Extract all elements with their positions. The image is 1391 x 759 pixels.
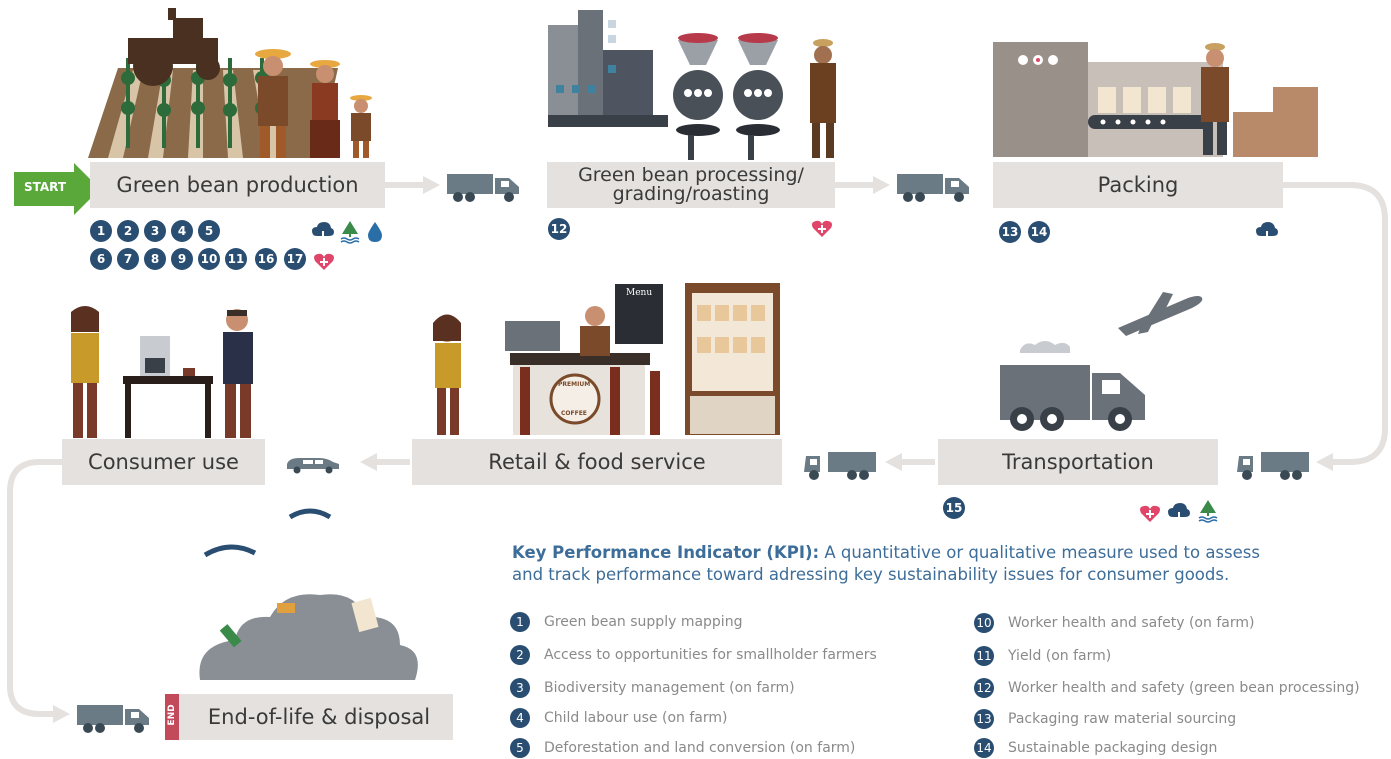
kpi-text: Green bean supply mapping xyxy=(544,614,743,630)
list-item: 5 Deforestation and land conversion (on f… xyxy=(510,737,855,759)
list-item: 1 Green bean supply mapping xyxy=(510,611,742,633)
kpi-badge: 10 xyxy=(198,248,220,270)
list-item: 10 Worker health and safety (on farm) xyxy=(974,612,1254,634)
airplane-icon xyxy=(1118,292,1203,336)
kpi-text: Worker health and safety (on farm) xyxy=(1008,615,1255,631)
kpi-number: 4 xyxy=(510,708,530,728)
kpi-badge: 17 xyxy=(284,248,306,270)
kpi-badge: 12 xyxy=(548,218,570,240)
stage-consumer-use: Consumer use xyxy=(62,439,265,485)
kpi-badge: 13 xyxy=(999,221,1021,243)
end-tag: END xyxy=(165,694,179,740)
truck-icon xyxy=(1237,452,1309,480)
water-drop-icon xyxy=(368,222,382,242)
start-arrow: START xyxy=(14,163,100,215)
truck-icon xyxy=(804,452,876,480)
roastery-illustration xyxy=(548,10,836,160)
kpi-number: 13 xyxy=(974,709,994,729)
tree-water-icon xyxy=(1198,500,1218,523)
stage-label-line1: Green bean processing/ xyxy=(578,164,804,186)
stage-label: Green bean production xyxy=(116,172,359,197)
kpi-badge: 4 xyxy=(171,220,193,242)
kpi-badge: 15 xyxy=(943,497,965,519)
menu-board-title: Menu xyxy=(626,288,653,298)
kpi-badge: 14 xyxy=(1028,221,1050,243)
heart-icon xyxy=(1140,505,1160,522)
heart-icon xyxy=(812,220,832,237)
farm-illustration xyxy=(88,8,372,158)
end-label: END xyxy=(167,704,177,726)
stage-end-of-life: End-of-life & disposal xyxy=(165,694,453,740)
list-item: 11 Yield (on farm) xyxy=(974,645,1111,667)
kpi-number: 12 xyxy=(974,678,994,698)
stage-label: End-of-life & disposal xyxy=(207,704,431,729)
kpi-definition-line2: and track performance toward adressing k… xyxy=(512,565,1230,584)
stage-retail-food-service: Retail & food service xyxy=(412,439,782,485)
list-item: 4 Child labour use (on farm) xyxy=(510,707,727,729)
kpi-text: Deforestation and land conversion (on fa… xyxy=(544,740,856,756)
kpi-badge: 16 xyxy=(255,248,277,270)
cloud-icon xyxy=(1168,503,1190,522)
truck-icon xyxy=(897,174,969,202)
kpi-number: 14 xyxy=(974,738,994,758)
tree-water-icon xyxy=(340,221,360,244)
cloud-icon xyxy=(312,222,334,241)
retail-illustration xyxy=(433,283,780,435)
kpi-badge: 5 xyxy=(198,220,220,242)
kpi-number: 11 xyxy=(974,646,994,666)
cup-logo-top: PREMIUM xyxy=(558,381,591,388)
kpi-badge: 7 xyxy=(117,248,139,270)
list-item: 14 Sustainable packaging design xyxy=(974,737,1217,759)
stage-transportation: Transportation xyxy=(938,439,1218,485)
kpi-number: 5 xyxy=(510,738,530,758)
kpi-definition: Key Performance Indicator (KPI): A quant… xyxy=(512,542,1382,586)
cloud-icon xyxy=(1256,222,1278,241)
list-item: 3 Biodiversity management (on farm) xyxy=(510,677,795,699)
truck-icon xyxy=(447,174,519,202)
landfill-illustration xyxy=(199,508,418,680)
kpi-heading: Key Performance Indicator (KPI): xyxy=(512,543,820,562)
kpi-number: 2 xyxy=(510,645,530,665)
stage-green-bean-processing: Green bean processing/ grading/roasting xyxy=(547,162,835,208)
kpi-badge: 11 xyxy=(225,248,247,270)
kpi-badge: 9 xyxy=(171,248,193,270)
kpi-badge: 2 xyxy=(117,220,139,242)
car-icon xyxy=(287,458,339,474)
cup-logo-bottom: COFFEE xyxy=(561,410,587,417)
kpi-number: 10 xyxy=(974,613,994,633)
stage-green-bean-production: Green bean production xyxy=(90,162,385,208)
kpi-badge: 3 xyxy=(144,220,166,242)
kpi-text: Access to opportunities for smallholder … xyxy=(544,647,877,663)
kpi-definition-line1: A quantitative or qualitative measure us… xyxy=(819,543,1260,562)
kpi-text: Yield (on farm) xyxy=(1008,648,1112,664)
list-item: 12 Worker health and safety (green bean p… xyxy=(974,677,1360,699)
heart-icon xyxy=(314,253,334,270)
packing-illustration xyxy=(993,42,1318,157)
kpi-text: Child labour use (on farm) xyxy=(544,710,728,726)
kpi-text: Biodiversity management (on farm) xyxy=(544,680,795,696)
stage-label: Consumer use xyxy=(88,449,239,474)
transport-truck-illustration xyxy=(1000,341,1145,431)
consumer-illustration xyxy=(71,306,253,438)
kpi-badge: 1 xyxy=(90,220,112,242)
kpi-number: 3 xyxy=(510,678,530,698)
kpi-number: 1 xyxy=(510,612,530,632)
list-item: 13 Packaging raw material sourcing xyxy=(974,708,1236,730)
kpi-text: Worker health and safety (green bean pro… xyxy=(1008,680,1360,696)
stage-packing: Packing xyxy=(993,162,1283,208)
stage-label-line2: grading/roasting xyxy=(612,183,770,205)
list-item: 2 Access to opportunities for smallholder… xyxy=(510,644,877,666)
kpi-badge: 6 xyxy=(90,248,112,270)
truck-icon xyxy=(77,705,149,733)
kpi-text: Sustainable packaging design xyxy=(1008,740,1218,756)
kpi-text: Packaging raw material sourcing xyxy=(1008,711,1237,727)
stage-label: Transportation xyxy=(1002,449,1154,474)
stage-label: Packing xyxy=(1097,172,1179,197)
stage-label: Retail & food service xyxy=(488,449,706,474)
start-label: START xyxy=(24,180,67,194)
kpi-badge: 8 xyxy=(144,248,166,270)
